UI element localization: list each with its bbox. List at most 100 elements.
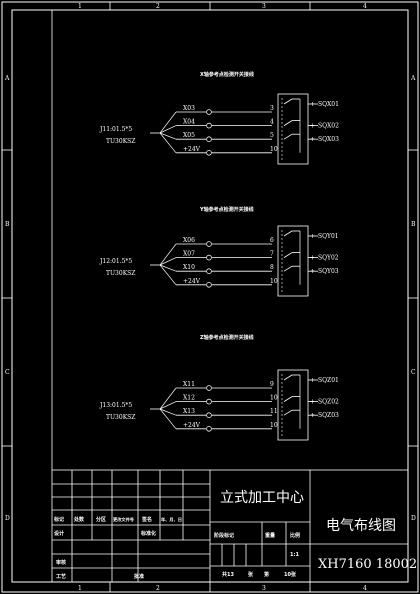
- title-block-text: 标记 处数 分区 更改文件号 签名 年、月、日 设计 标准化 审核 工艺 批准 …: [53, 490, 417, 580]
- polarity-mark: +: [310, 136, 315, 143]
- left-zone-d: D: [5, 515, 10, 522]
- pin-number: 10: [270, 395, 278, 402]
- sheets-unit: 张: [248, 571, 254, 578]
- row-label-count: 处数: [73, 516, 85, 523]
- fan-wire: [159, 264, 177, 286]
- approve-label: 批准: [134, 573, 144, 580]
- connector-label: J11:01.5*5: [99, 126, 132, 133]
- bottom-zone-4: 4: [363, 585, 367, 592]
- terminal: [206, 254, 212, 261]
- fan-wire: [159, 132, 177, 140]
- connector-label: J12:01.5*5: [99, 258, 132, 265]
- product-name: 立式加工中心: [220, 490, 304, 506]
- cable-label: TU30KSZ: [106, 414, 135, 421]
- weight-label: 重量: [265, 532, 275, 539]
- right-zone-d: D: [411, 515, 416, 522]
- pin-number: 10: [270, 146, 278, 153]
- bottom-zone-3: 3: [262, 585, 266, 592]
- row-label-change-file: 更改文件号: [113, 516, 134, 523]
- scale-value: 1:1: [290, 552, 299, 558]
- fan-wire: [159, 387, 177, 410]
- switch-contact: [283, 98, 293, 105]
- pin-number: 10: [270, 278, 278, 285]
- right-zone-b: B: [411, 221, 416, 228]
- switch-label: SQY03: [318, 268, 339, 275]
- pin-number: 11: [270, 408, 278, 415]
- input-label: X11: [183, 381, 195, 388]
- input-label: X10: [183, 264, 195, 271]
- right-zone-c: C: [411, 369, 416, 376]
- fan-wire: [159, 111, 177, 134]
- switch-box: [277, 93, 309, 165]
- cable-label: TU30KSZ: [106, 138, 135, 145]
- switch-contact: [283, 374, 293, 381]
- terminal: [206, 385, 212, 391]
- ratio-label: 比例: [290, 532, 300, 539]
- sheet-label: 第: [264, 571, 269, 578]
- switch-label: SQY01: [318, 233, 339, 240]
- polarity-mark: +: [310, 123, 315, 130]
- input-label: X04: [183, 119, 195, 126]
- bottom-zone-1: 1: [78, 585, 82, 592]
- switch-label: SQX01: [318, 101, 339, 108]
- terminal: [206, 398, 212, 405]
- input-label: +24V: [183, 278, 201, 285]
- terminal: [206, 281, 212, 288]
- left-zone-b: B: [5, 221, 10, 228]
- switch-label: SQY02: [318, 255, 339, 262]
- review-label: 审核: [56, 559, 66, 566]
- pin-number: 7: [270, 251, 274, 258]
- input-label: X07: [183, 251, 195, 258]
- pin-number: 10: [270, 422, 278, 429]
- circuit-title: Y轴参考点检测开关接线: [199, 206, 254, 213]
- fan-wire: [159, 132, 177, 154]
- fan-wire: [159, 408, 177, 430]
- standard-label: 标准化: [140, 530, 156, 537]
- left-zone-c: C: [5, 369, 10, 376]
- input-label: X06: [183, 237, 195, 244]
- fan-wire: [159, 401, 177, 410]
- right-zone-a: A: [410, 75, 416, 82]
- switch-contact: [283, 409, 293, 416]
- stage-mark-label: 阶段标记: [214, 532, 234, 539]
- switch-box: [277, 369, 309, 441]
- row-label-sign: 签名: [141, 516, 152, 523]
- row-label-mark: 标记: [53, 516, 64, 523]
- top-zone-1: 1: [78, 3, 82, 10]
- switch-contact: [283, 230, 293, 237]
- circuit-title: X轴参考点检测开关接线: [200, 71, 254, 78]
- switch-contact: [283, 120, 293, 126]
- cable-label: TU30KSZ: [106, 270, 135, 277]
- pin-number: 9: [270, 381, 274, 388]
- input-label: X12: [183, 395, 195, 402]
- fan-wire: [159, 264, 177, 272]
- switch-label: SQZ03: [318, 412, 339, 419]
- top-zone-3: 3: [262, 3, 266, 10]
- polarity-mark: +: [310, 412, 315, 419]
- pin-number: 5: [270, 132, 274, 139]
- left-zone-a: A: [4, 75, 10, 82]
- input-label: +24V: [183, 146, 201, 153]
- terminal: [206, 150, 212, 156]
- terminal: [206, 122, 212, 129]
- polarity-mark: +: [310, 377, 315, 384]
- row-label-date: 年、月、日: [161, 516, 182, 523]
- polarity-mark: +: [310, 255, 315, 262]
- sheet-number: 10张: [284, 571, 297, 578]
- pin-number: 6: [270, 237, 274, 244]
- terminal: [206, 241, 212, 247]
- polarity-mark: +: [310, 268, 315, 275]
- pin-number: 8: [270, 264, 274, 271]
- process-label: 工艺: [56, 573, 66, 580]
- top-zone-2: 2: [156, 3, 160, 10]
- switch-box: [277, 225, 309, 297]
- switch-label: SQX03: [318, 136, 339, 143]
- switch-contact: [283, 133, 293, 140]
- bottom-zone-2: 2: [156, 585, 160, 592]
- fan-wire: [159, 243, 177, 266]
